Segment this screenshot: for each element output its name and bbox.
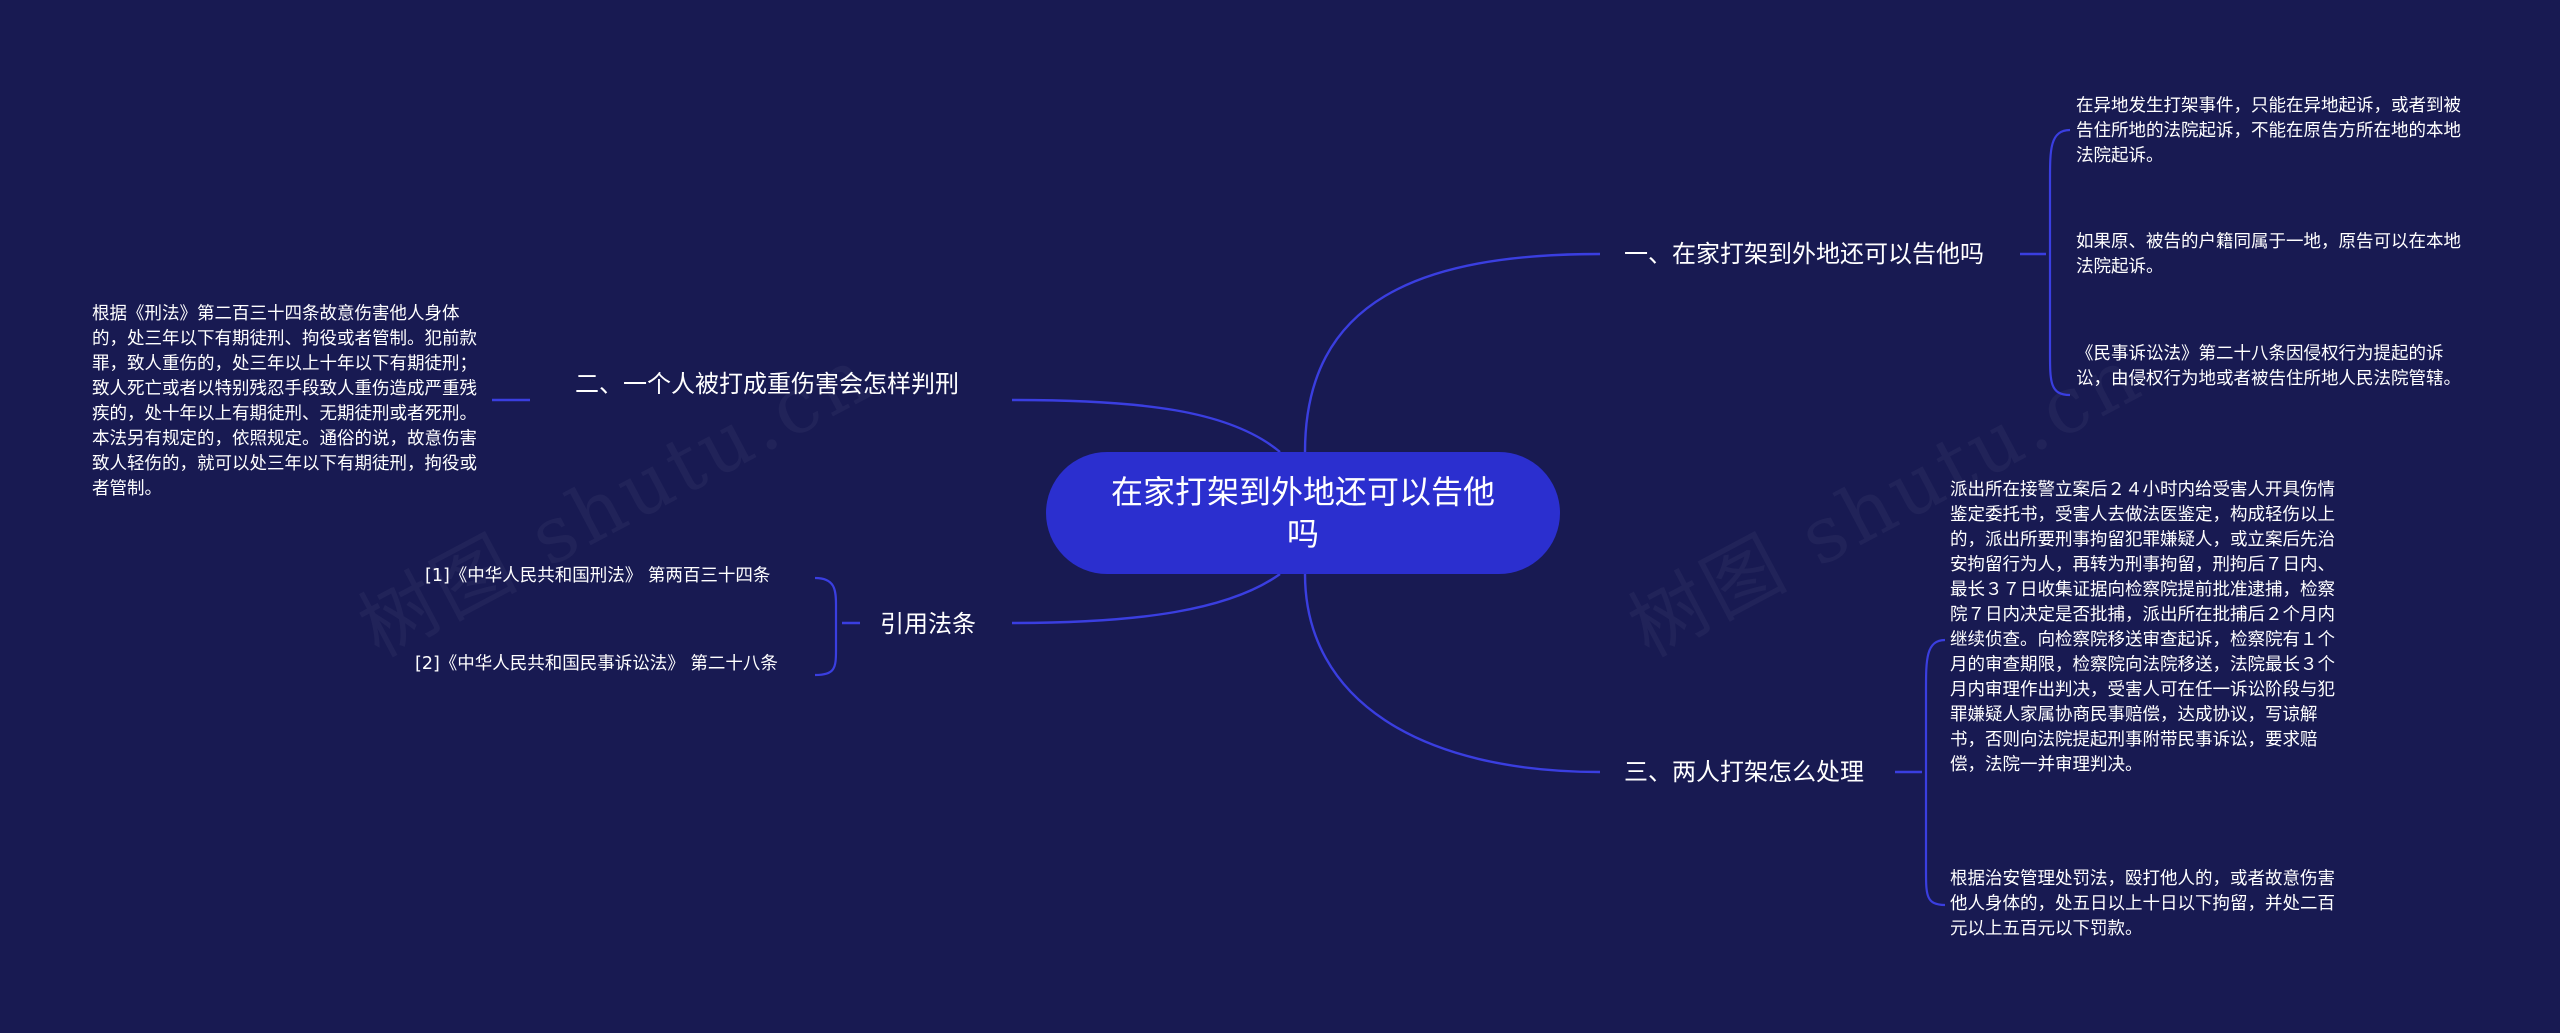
root-topic[interactable]: 在家打架到外地还可以告他吗 xyxy=(1046,452,1560,574)
branch-3-leaf-2[interactable]: 根据治安管理处罚法，殴打他人的，或者故意伤害他人身体的，处五日以上十日以下拘留，… xyxy=(1950,869,2335,939)
branch-4-leaf-1[interactable]: [1]《中华人民共和国刑法》 第两百三十四条 xyxy=(425,566,771,586)
branch-1-topic[interactable]: 一、在家打架到外地还可以告他吗 xyxy=(1624,240,1984,268)
brace-b3 xyxy=(1924,638,1946,907)
connector-root-b4 xyxy=(1011,573,1281,625)
branch-4-topic[interactable]: 引用法条 xyxy=(880,610,976,638)
connector-root-b1 xyxy=(1303,252,1601,453)
brace-b1 xyxy=(2048,128,2071,397)
branch-2-topic[interactable]: 二、一个人被打成重伤害会怎样判刑 xyxy=(575,370,959,398)
branch-1-leaf-3[interactable]: 《民事诉讼法》第二十八条因侵权行为提起的诉讼，由侵权行为地或者被告住所地人民法院… xyxy=(2076,344,2461,389)
connector-root-b2 xyxy=(1011,398,1281,453)
branch-3-leaf-1[interactable]: 派出所在接警立案后２４小时内给受害人开具伤情鉴定委托书，受害人去做法医鉴定，构成… xyxy=(1950,480,2335,775)
branch-1-leaf-1[interactable]: 在异地发生打架事件，只能在异地起诉，或者到被告住所地的法院起诉，不能在原告方所在… xyxy=(2076,96,2461,166)
branch-1-leaf-2[interactable]: 如果原、被告的户籍同属于一地，原告可以在本地法院起诉。 xyxy=(2076,232,2461,277)
brace-b4 xyxy=(814,576,838,677)
branch-3-topic[interactable]: 三、两人打架怎么处理 xyxy=(1624,758,1864,786)
connector-root-b3 xyxy=(1303,573,1601,774)
branch-4-leaf-2[interactable]: [2]《中华人民共和国民事诉讼法》 第二十八条 xyxy=(415,654,778,674)
branch-2-leaf-1[interactable]: 根据《刑法》第二百三十四条故意伤害他人身体的，处三年以下有期徒刑、拘役或者管制。… xyxy=(92,304,477,499)
